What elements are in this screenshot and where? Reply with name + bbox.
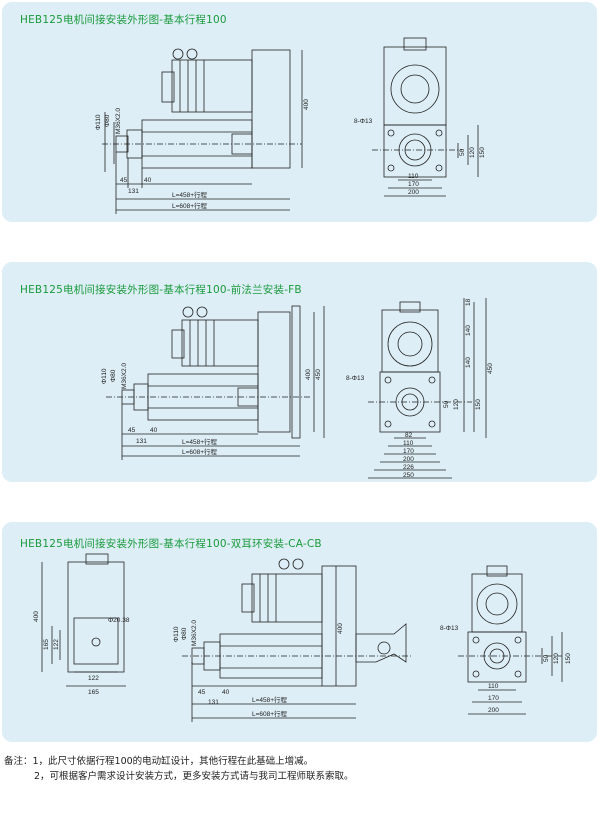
dim-131: 131: [208, 699, 219, 706]
dim-l608: L=608+行程: [182, 447, 218, 456]
dim-165-top: 165: [43, 639, 50, 650]
dim-250: 250: [403, 472, 414, 479]
dim-122-top: 122: [53, 639, 60, 650]
dim-bolts: 8-Φ13: [440, 625, 459, 632]
dim-d110: Φ110: [173, 626, 180, 642]
dim-450b: 450: [487, 363, 494, 374]
dim-165-bottom: 165: [88, 689, 99, 696]
dim-450: 450: [315, 369, 322, 380]
dim-170: 170: [403, 448, 414, 455]
dim-thread: M36X2.0: [115, 108, 122, 134]
dim-400: 400: [303, 99, 310, 110]
gearbox: [251, 49, 291, 169]
dim-l608: L=608+行程: [172, 201, 208, 210]
dim-110: 110: [408, 173, 419, 180]
dim-45: 45: [128, 427, 136, 434]
dim-d110: Φ110: [101, 368, 108, 384]
dim-140a: 140: [465, 325, 472, 336]
dim-l458: L=458+行程: [252, 695, 288, 704]
dim-150: 150: [479, 147, 486, 158]
dim-110: 110: [403, 440, 414, 447]
dim-226: 226: [403, 464, 414, 471]
dim-bolts: 8-Φ13: [354, 118, 373, 125]
dim-120: 120: [469, 147, 476, 158]
panel-title: HEB125电机间接安装外形图-基本行程100: [20, 14, 227, 26]
dim-bolts: 8-Φ13: [346, 375, 365, 382]
dim-d80: Φ80: [104, 114, 111, 127]
dim-thread: M36X2.0: [191, 620, 198, 646]
dim-131: 131: [128, 188, 139, 195]
dim-d80: Φ80: [181, 627, 188, 640]
panel-clevis: HEB125电机间接安装外形图-基本行程100-双耳环安装-CA-CB: [2, 522, 597, 742]
dim-170: 170: [488, 695, 499, 702]
dim-150: 150: [475, 399, 482, 410]
dim-45: 45: [120, 177, 128, 184]
drawing-basic: 400 Φ110 Φ80 M36X2.0 45 40 131 L=458+行程 …: [95, 37, 486, 214]
dim-200: 200: [403, 456, 414, 463]
panel-title: HEB125电机间接安装外形图-基本行程100-前法兰安装-FB: [20, 284, 302, 296]
dim-18: 18: [465, 298, 472, 306]
notes: 备注：1，此尺寸依据行程100的电动缸设计，其他行程在此基础上增减。 2，可根据…: [4, 754, 354, 784]
dim-200: 200: [408, 189, 419, 196]
dim-50: 50: [459, 148, 466, 156]
panel-basic: HEB125电机间接安装外形图-基本行程100: [2, 2, 597, 222]
end-view-flange: [383, 124, 447, 178]
dim-45: 45: [198, 689, 206, 696]
dim-170: 170: [408, 181, 419, 188]
dim-82: 82: [405, 432, 413, 439]
dim-122-bottom: 122: [88, 675, 99, 682]
drawing-clevis: 400 165 122 Φ20.38 122 165 400 Φ110 Φ80 …: [33, 553, 572, 722]
dim-200: 200: [488, 707, 499, 714]
panel-front-flange: HEB125电机间接安装外形图-基本行程100-前法兰安装-FB: [2, 262, 597, 482]
drawing-front-flange: 400 450 Φ110 Φ80 M36X2.0 45 40 131 L=458…: [101, 298, 494, 479]
dim-d110: Φ110: [95, 114, 102, 130]
dim-50: 50: [543, 654, 550, 662]
dim-120: 120: [553, 653, 560, 664]
dim-40: 40: [144, 177, 152, 184]
dim-thread: M36X2.0: [121, 363, 128, 389]
dim-400-top: 400: [33, 611, 40, 622]
dim-pin: Φ20.38: [108, 617, 130, 624]
dim-140b: 140: [465, 357, 472, 368]
panel-title: HEB125电机间接安装外形图-基本行程100-双耳环安装-CA-CB: [20, 538, 322, 550]
dim-150: 150: [565, 653, 572, 664]
dim-400: 400: [337, 623, 344, 634]
dim-131: 131: [136, 438, 147, 445]
dim-40: 40: [150, 427, 158, 434]
note-line-2: 2，可根据客户需求设计安装方式，更多安装方式请与我司工程师联系索取。: [34, 771, 354, 782]
dim-110: 110: [488, 683, 499, 690]
motor-body: [171, 59, 253, 113]
dim-50: 50: [443, 400, 450, 408]
dim-400: 400: [305, 369, 312, 380]
dim-l458: L=458+行程: [182, 437, 218, 446]
dim-l608: L=608+行程: [252, 709, 288, 718]
note-line-1: 备注：1，此尺寸依据行程100的电动缸设计，其他行程在此基础上增减。: [4, 756, 314, 767]
dim-d80: Φ80: [110, 369, 117, 382]
dim-120: 120: [453, 399, 460, 410]
dim-40: 40: [222, 689, 230, 696]
dim-l458: L=458+行程: [172, 190, 208, 199]
